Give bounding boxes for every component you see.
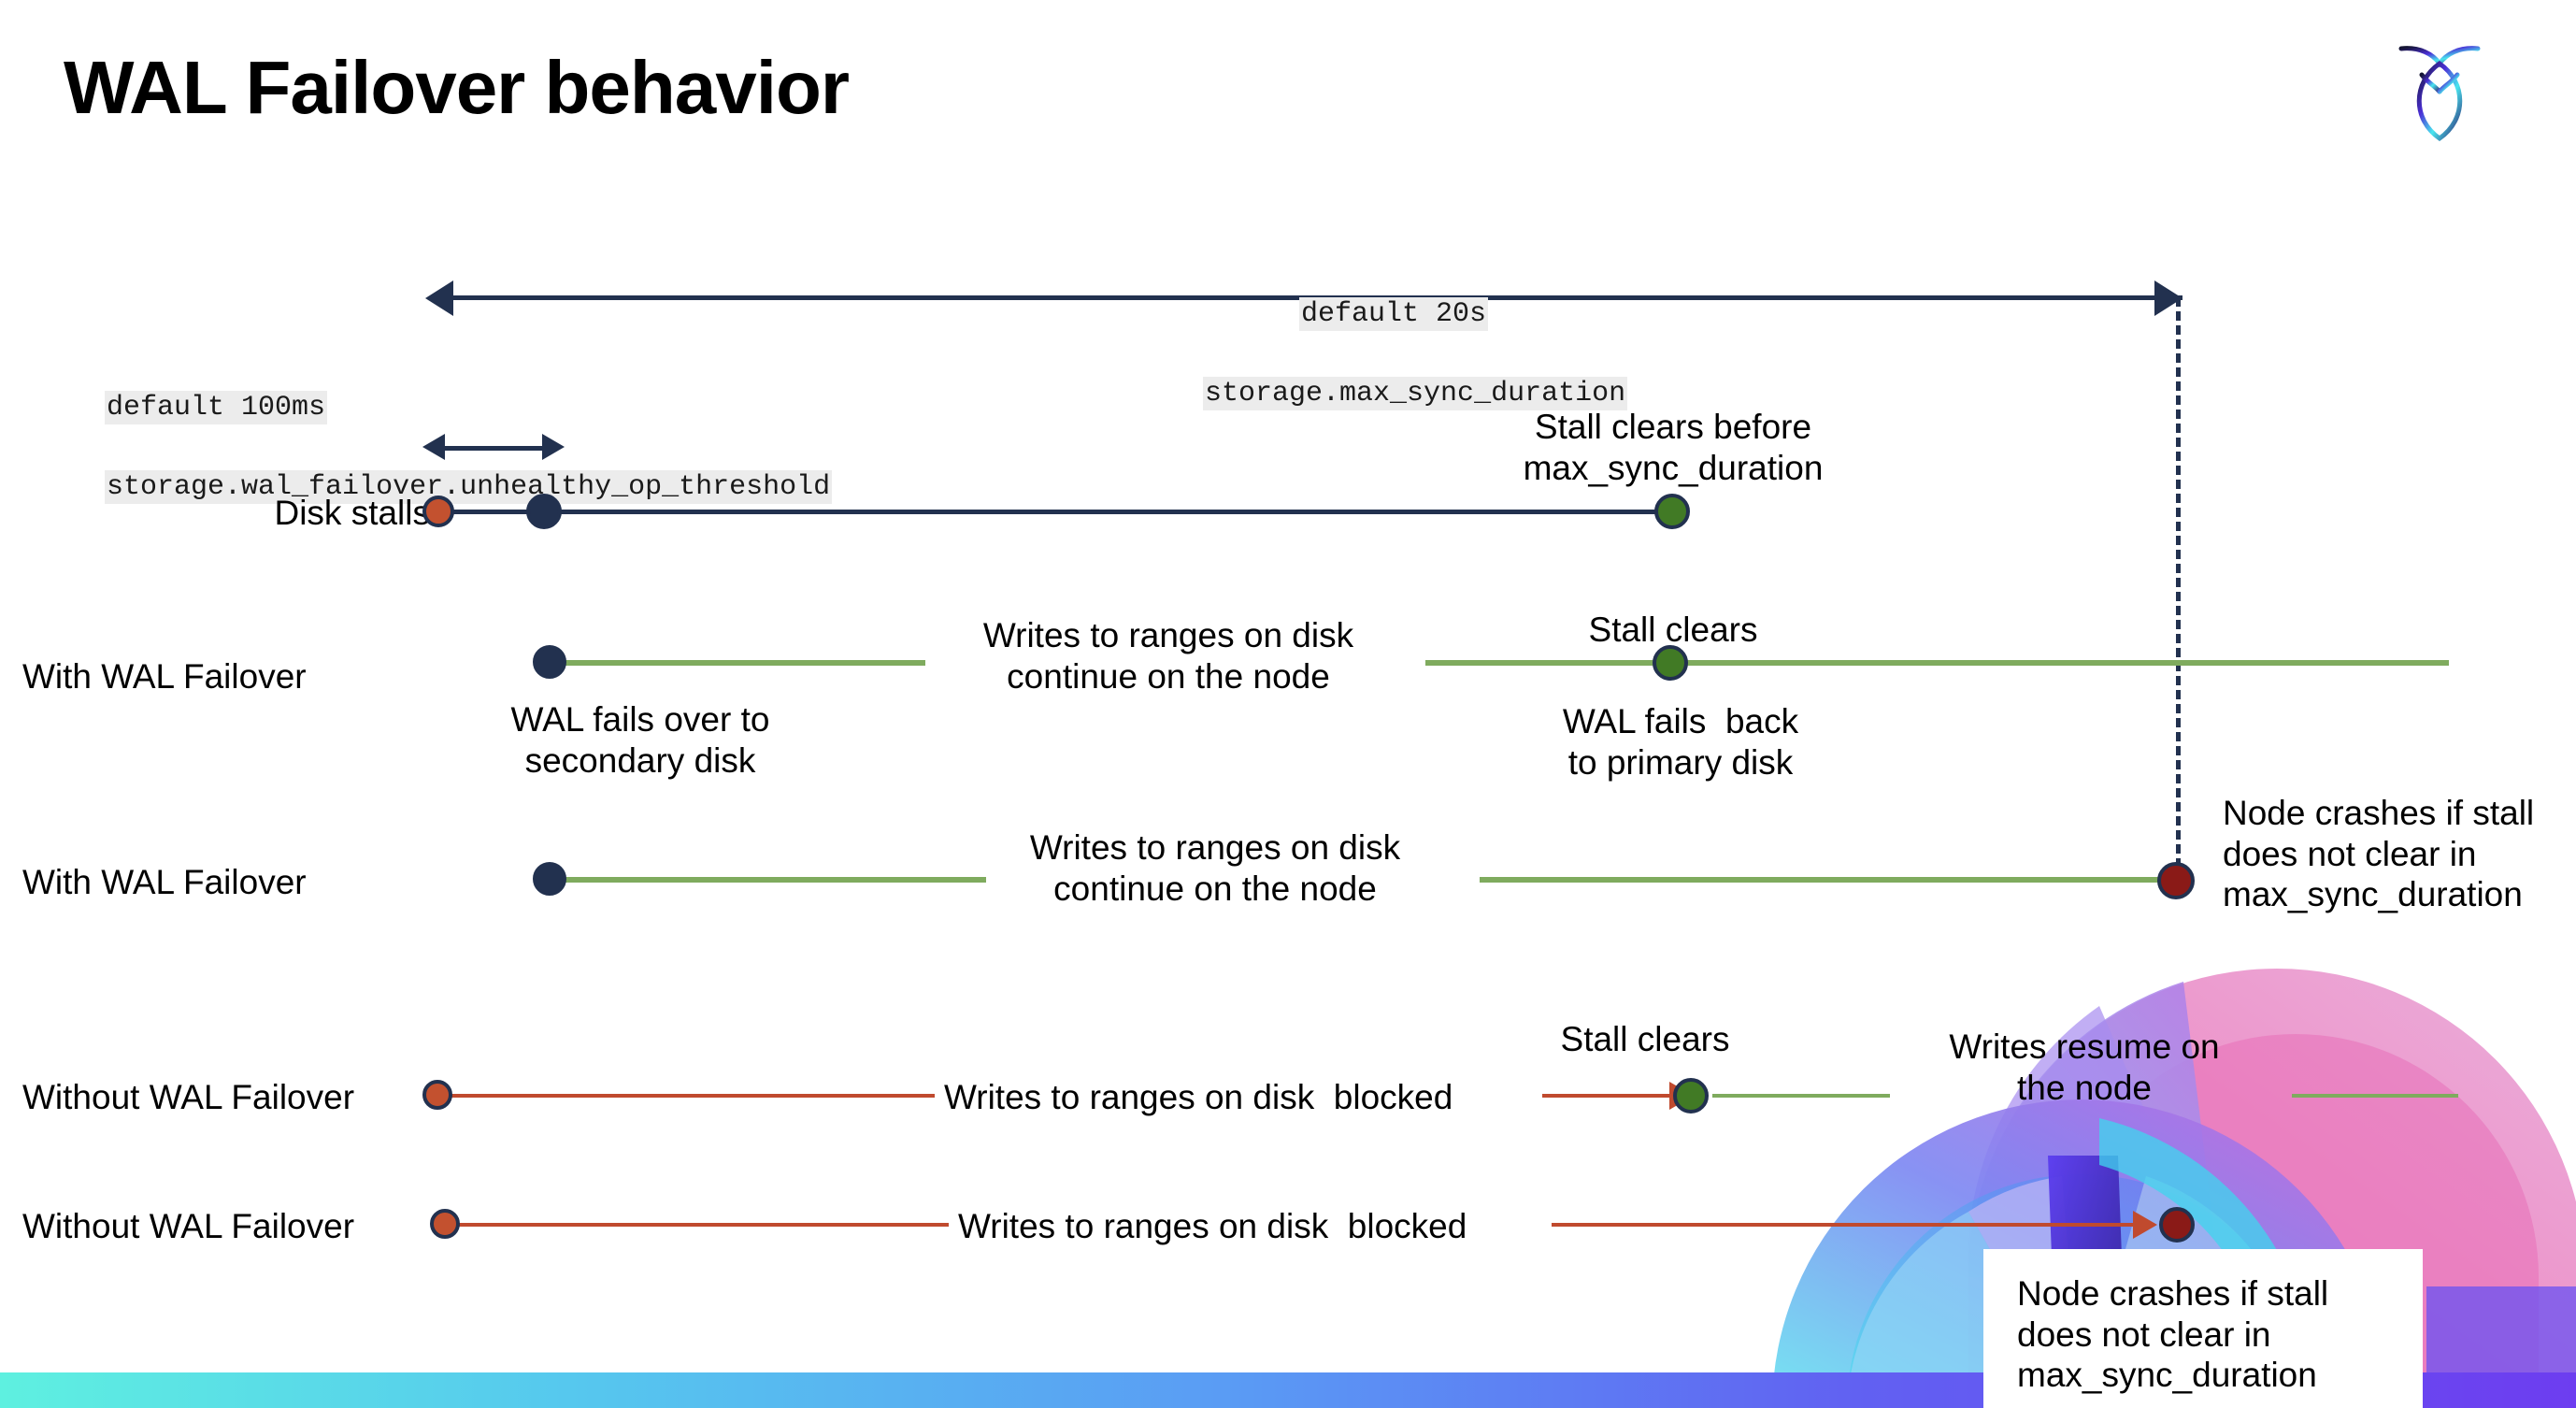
cockroach-labs-logo-icon [2388, 28, 2491, 150]
without-wal-1-start-dot [422, 1080, 452, 1110]
unhealthy-op-threshold-annotation: default 100ms storage.wal_failover.unhea… [37, 348, 841, 547]
without-wal-1-line-green [1712, 1094, 1890, 1098]
disk-stall-start-dot [422, 496, 454, 527]
annotation-stall-clears-before: Stall clears before max_sync_duration [1523, 408, 1824, 487]
wal-failover-2-start-dot [533, 862, 566, 896]
wal-failover-1-clear-dot [1653, 645, 1688, 681]
wal-failover-1-start-dot [533, 645, 566, 679]
without-wal-2-line-red-left [439, 1223, 949, 1227]
max-sync-duration-annotation: default 20s storage.max_sync_duration [1136, 254, 1628, 453]
without-wal-1-line-red-right [1542, 1094, 1673, 1098]
annotation-writes-blocked-1: Writes to ranges on disk blocked [944, 1078, 1453, 1116]
annotation-writes-continue-1: Writes to ranges on disk continue on the… [982, 616, 1354, 696]
annotation-writes-blocked-2: Writes to ranges on disk blocked [958, 1207, 1467, 1245]
unhealthy-op-span-line [439, 446, 542, 451]
wal-failover-1-line-right [1425, 660, 2449, 666]
max-sync-default-label: default 20s [1298, 296, 1489, 331]
max-sync-setting-name: storage.max_sync_duration [1203, 376, 1628, 410]
without-wal-2-line-red-right [1552, 1223, 2154, 1227]
node-crashes-callout-box [1983, 1249, 2423, 1408]
annotation-wal-fails-back: WAL fails back to primary disk [1562, 702, 1799, 782]
annotation-node-crashes-2: Node crashes if stall does not clear in … [2017, 1274, 2329, 1395]
without-wal-1-line-red-left [439, 1094, 935, 1098]
annotation-writes-resume: Writes resume on the node [1949, 1027, 2220, 1107]
wal-failover-2-line-right [1480, 877, 2176, 883]
without-wal-2-arrowhead [2133, 1211, 2157, 1239]
max-sync-dashed-connector [2176, 297, 2181, 882]
without-wal-2-crash-dot [2159, 1207, 2195, 1243]
row-label-disk-stalls: Disk stalls [274, 494, 430, 532]
annotation-stall-clears-2: Stall clears [1560, 1020, 1730, 1058]
max-sync-left-arrowhead [425, 280, 453, 316]
row-label-with-wal-failover-1: With WAL Failover [22, 657, 307, 696]
annotation-writes-continue-2: Writes to ranges on disk continue on the… [1029, 828, 1401, 908]
disk-stalls-line [439, 510, 1673, 514]
without-wal-1-clear-dot [1673, 1078, 1709, 1113]
row-label-with-wal-failover-2: With WAL Failover [22, 863, 307, 901]
annotation-wal-fails-over: WAL fails over to secondary disk [510, 700, 770, 780]
unhealthy-op-setting-name: storage.wal_failover.unhealthy_op_thresh… [105, 469, 833, 504]
annotation-node-crashes-1: Node crashes if stall does not clear in … [2223, 794, 2535, 914]
without-wal-1-line-green-far [2292, 1094, 2458, 1098]
without-wal-2-start-dot [430, 1209, 460, 1239]
unhealthy-op-default-label: default 100ms [105, 390, 328, 424]
wal-failover-2-crash-dot [2157, 862, 2195, 899]
wal-failover-1-line-left [547, 660, 925, 666]
wal-failover-2-line-left [547, 877, 986, 883]
disk-stall-threshold-dot [526, 494, 562, 529]
row-label-without-wal-failover-2: Without WAL Failover [22, 1207, 355, 1245]
annotation-stall-clears-1: Stall clears [1588, 611, 1758, 649]
unhealthy-op-left-arrowhead [422, 434, 445, 460]
unhealthy-op-right-arrowhead [542, 434, 565, 460]
page-title: WAL Failover behavior [64, 46, 850, 129]
disk-stall-clear-dot [1654, 494, 1690, 529]
row-label-without-wal-failover-1: Without WAL Failover [22, 1078, 355, 1116]
